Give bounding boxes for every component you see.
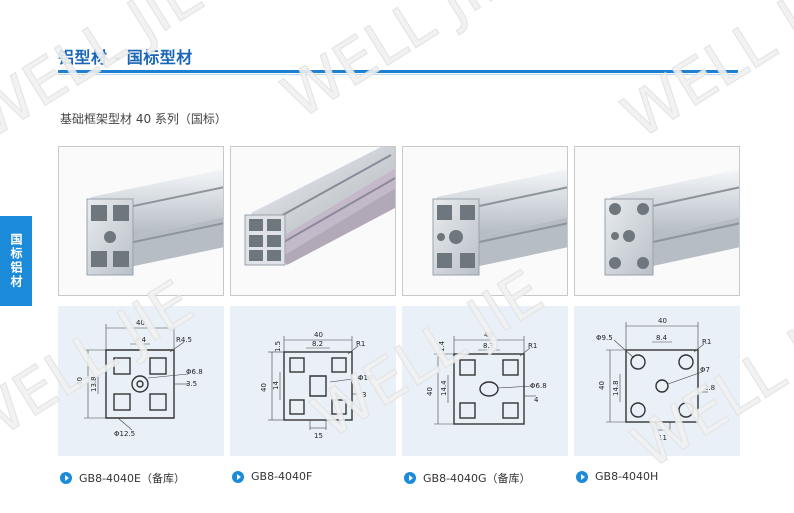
dim-slot: 8.2 [312,340,323,348]
dim-radius: R4.5 [176,336,192,344]
dim-radius: R1 [702,338,711,346]
product-caption-4040g[interactable]: GB8-4040G（备库） [404,470,531,486]
dim-width: 40 [136,319,145,327]
dim-width: 40 [658,317,667,325]
product-name: GB8-4040H [595,470,659,483]
dim-depth: 14 [272,381,280,390]
side-tab[interactable]: 国标铝材 [0,216,32,306]
play-arrow-icon [232,470,244,483]
dim-small: 3 [362,391,366,399]
dim-lip: 1.4 [438,340,446,352]
dim-bottom: 15 [314,432,323,440]
dim-gap: 3.5 [186,380,197,388]
svg-text:WELL JIE: WELL JIE [0,0,215,153]
dim-inner: 13.8 [90,376,98,392]
dim-bottom: 11 [658,434,667,442]
dim-hole: Φ6.8 [530,382,547,390]
dim-corner-hole: Φ9.5 [596,334,613,342]
dim-inner: 14.4 [440,380,448,396]
dim-width: 40 [314,331,323,339]
dim-width: 40 [484,331,493,339]
dim-lip: 1.5 [274,341,282,352]
product-caption-4040f[interactable]: GB8-4040F [232,470,312,483]
dim-radius: R1 [528,342,537,350]
dim-hole: Φ6.8 [186,368,203,376]
dim-height: 40 [76,377,84,386]
svg-text:WELL JIE: WELL JIE [611,0,794,153]
dim-height: 40 [260,383,268,392]
play-arrow-icon [404,472,416,484]
page-title: 铝型材 - 国标型材 [58,48,193,67]
title-divider [58,70,738,73]
product-caption-4040h[interactable]: GB8-4040H [576,470,658,483]
dim-gap: 2.8 [704,384,715,392]
dim-radius: R1 [356,340,365,348]
dim-slot: 8.4 [656,334,668,342]
dim-hole: Φ10 [358,374,372,382]
dim-slot: 8.3 [483,342,494,350]
dim-bore: Φ12.5 [114,430,135,438]
dim-inner: 14.8 [612,380,620,396]
section-drawing-4040g: 40 8.3 1.4 R1 40 14.4 Φ6.8 4 [402,306,568,456]
section-drawing-4040h: 40 Φ9.5 8.4 R1 Φ7 40 14.8 2.8 11 [574,306,740,456]
section-drawing-4040e: 40 8.4 R4.5 40 13.8 Φ6.8 3.5 Φ12.5 [58,306,224,456]
title-divider-thin [58,74,738,75]
section-drawing-4040f: 40 8.2 1.5 R1 Φ10 40 14 3 15 [230,306,396,456]
product-caption-4040e[interactable]: GB8-4040E（备库） [60,470,185,486]
product-photo-4040g [402,146,568,296]
product-name: GB8-4040E（备库） [79,472,185,485]
dim-gap: 4 [534,396,539,404]
dim-slot: 8.4 [135,336,147,344]
product-photo-4040e [58,146,224,296]
dim-height: 40 [426,387,434,396]
section-subtitle: 基础框架型材 40 系列（国标） [60,112,227,126]
product-photo-4040f [230,146,396,296]
dim-hole: Φ7 [700,366,710,374]
product-photo-4040h [574,146,740,296]
product-name: GB8-4040G（备库） [423,472,531,485]
side-tab-label: 国标铝材 [9,233,23,289]
product-name: GB8-4040F [251,470,313,483]
dim-height: 40 [598,381,606,390]
play-arrow-icon [576,470,588,483]
play-arrow-icon [60,472,72,484]
svg-text:WELL JIE: WELL JIE [271,0,526,133]
